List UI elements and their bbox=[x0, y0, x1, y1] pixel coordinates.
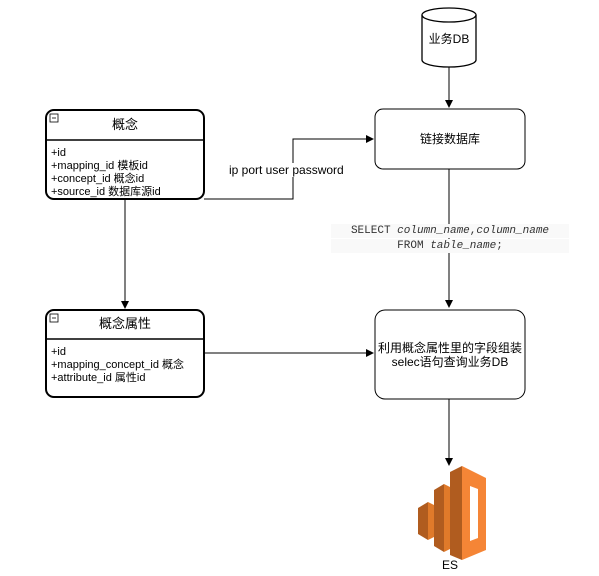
entity-concept-title: 概念 bbox=[111, 117, 138, 132]
entity-concept-attr-title: 概念属性 bbox=[98, 316, 151, 331]
sql-line-1: SELECT column_name,column_name bbox=[331, 224, 569, 238]
connect-node-box[interactable] bbox=[374, 108, 526, 170]
sql-table: table_name bbox=[430, 240, 497, 252]
edge-label-connection-params: ip port user password bbox=[229, 163, 344, 177]
sql-terminator: ; bbox=[496, 240, 503, 252]
entity-concept-field: +source_id 数据库源id bbox=[51, 186, 161, 198]
entity-concept-field: +id bbox=[51, 147, 66, 159]
es-label: ES bbox=[441, 558, 458, 572]
sql-column: column_name bbox=[397, 225, 470, 237]
assemble-node-line1: 利用概念属性里的字段组装 bbox=[377, 341, 522, 355]
connect-node-label: 链接数据库 bbox=[419, 132, 480, 146]
entity-concept-field: +concept_id 概念id bbox=[51, 173, 145, 185]
sql-comma: , bbox=[469, 225, 477, 237]
entity-concept-attr-box[interactable] bbox=[45, 309, 205, 398]
aws-elasticsearch-icon[interactable] bbox=[418, 466, 486, 560]
assemble-node-box[interactable] bbox=[374, 309, 526, 400]
sql-keyword-select: SELECT bbox=[350, 225, 391, 237]
entity-concept-attr-field: +attribute_id 属性id bbox=[51, 372, 146, 384]
entity-concept-attr-field: +mapping_concept_id 概念 bbox=[51, 359, 184, 371]
sql-keyword-from: FROM bbox=[397, 240, 424, 252]
sql-line-2: FROM table_name; bbox=[331, 239, 569, 253]
assemble-node-line2: selec语句查询业务DB bbox=[391, 355, 509, 369]
entity-concept-attr-field: +id bbox=[51, 346, 66, 358]
sql-column: column_name bbox=[476, 225, 550, 237]
db-label: 业务DB bbox=[428, 32, 470, 46]
entity-concept-field: +mapping_id 模板id bbox=[51, 160, 148, 172]
